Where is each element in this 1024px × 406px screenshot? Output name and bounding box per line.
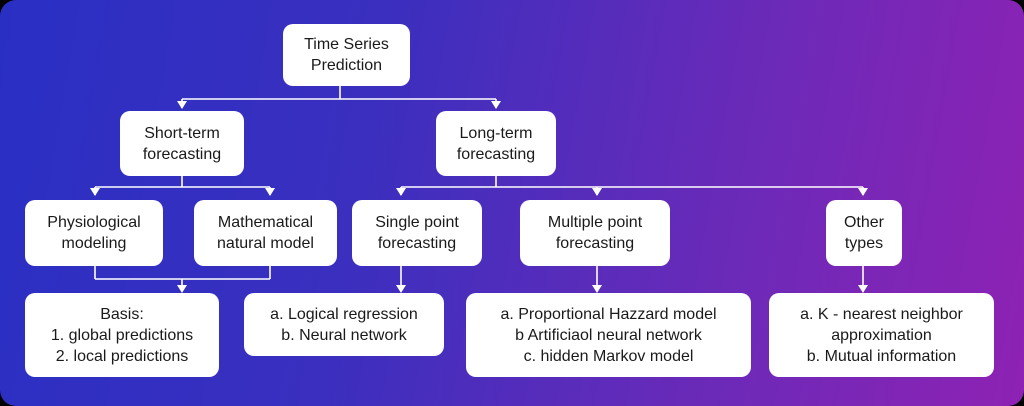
node-basis: Basis: 1. global predictions 2. local pred…: [25, 293, 219, 377]
arrowhead-physiological: [90, 188, 100, 196]
arrowhead-basis: [177, 285, 187, 293]
arrowhead-single-point: [396, 188, 406, 196]
node-text-line: Basis:: [100, 305, 144, 323]
node-text-line: Long-term: [459, 124, 533, 142]
node-text-line: 2. local predictions: [55, 347, 189, 365]
arrowhead-long-term: [491, 101, 501, 109]
node-text-line: b. Mutual information: [806, 347, 957, 365]
node-text-line: Short-term: [144, 124, 220, 142]
node-text-line: modeling: [61, 235, 127, 252]
node-text-line: Multiple point: [547, 214, 643, 231]
node-text-line: forecasting: [142, 145, 222, 163]
arrowhead-single-methods: [396, 285, 406, 293]
node-text-line: Single point: [375, 214, 459, 231]
node-text-line: Other: [843, 214, 884, 231]
arrowhead-multiple-point: [592, 188, 602, 196]
node-lines: Multiple point forecasting: [548, 212, 642, 254]
node-lines: a. K - nearest neighbor approximation b. M…: [800, 304, 963, 367]
node-lines: a. Logical regression b. Neural network: [270, 304, 418, 346]
node-lines: Mathematical natural model: [217, 212, 314, 254]
node-long-term-forecasting: Long-term forecasting: [436, 111, 556, 176]
node-multiple-point-forecasting: Multiple point forecasting: [520, 200, 670, 266]
node-text-line: a. Logical regression: [270, 305, 418, 323]
node-physiological-modeling: Physiological modeling: [25, 200, 163, 266]
arrowhead-other-methods: [858, 285, 868, 293]
node-single-point-methods: a. Logical regression b. Neural network: [244, 293, 444, 356]
node-other-methods: a. K - nearest neighbor approximation b. M…: [769, 293, 994, 377]
node-text-line: b Artificiaol neural network: [515, 326, 702, 344]
node-text-line: natural model: [217, 235, 314, 252]
node-lines: Other types: [844, 212, 884, 254]
arrowhead-multiple-methods: [592, 285, 602, 293]
arrowhead-other-types: [858, 188, 868, 196]
node-lines: Short-term forecasting: [143, 123, 221, 165]
node-single-point-forecasting: Single point forecasting: [352, 200, 482, 266]
node-multiple-point-methods: a. Proportional Hazzard model b Artificia…: [466, 293, 751, 377]
node-lines: Single point forecasting: [375, 212, 459, 254]
node-text-line: 1. global predictions: [50, 326, 194, 344]
node-text-line: b. Neural network: [281, 326, 407, 344]
node-text-line: a. K - nearest neighbor: [800, 305, 963, 323]
node-lines: Basis: 1. global predictions 2. local pred…: [51, 304, 193, 367]
node-text-line: approximation: [831, 326, 932, 344]
arrowhead-short-term: [177, 101, 187, 109]
node-other-types: Other types: [826, 200, 902, 266]
node-mathematical-natural-model: Mathematical natural model: [194, 200, 337, 266]
node-lines: Physiological modeling: [47, 212, 140, 254]
node-text-line: forecasting: [456, 145, 536, 163]
node-lines: a. Proportional Hazzard model b Artificia…: [500, 304, 716, 367]
node-text-line: Time Series: [304, 36, 389, 53]
node-text-line: c. hidden Markov model: [523, 347, 694, 365]
node-lines: Long-term forecasting: [457, 123, 535, 165]
node-text-line: forecasting: [377, 235, 457, 252]
connector-arrowheads: [90, 101, 868, 293]
node-text-line: a. Proportional Hazzard model: [500, 305, 717, 323]
node-text-line: Prediction: [310, 57, 383, 74]
node-text-line: forecasting: [555, 235, 635, 252]
node-short-term-forecasting: Short-term forecasting: [120, 111, 244, 176]
node-text-line: types: [844, 235, 884, 252]
node-text-line: Physiological: [47, 214, 141, 231]
node-text-line: Mathematical: [217, 214, 314, 231]
arrowhead-mathematical: [265, 188, 275, 196]
